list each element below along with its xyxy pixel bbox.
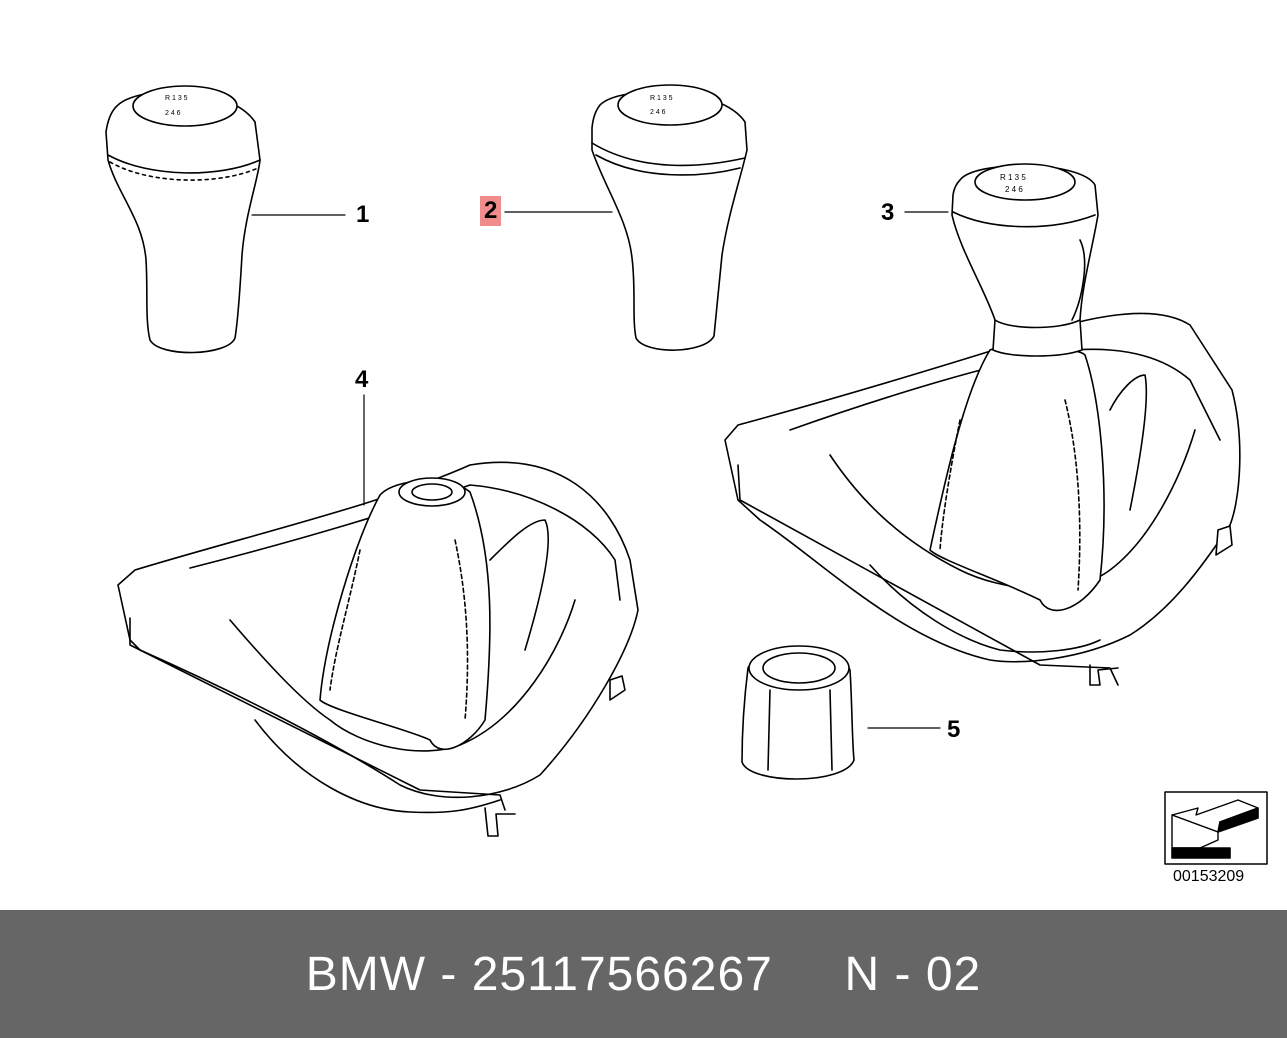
- svg-text:2 4 6: 2 4 6: [165, 110, 181, 117]
- svg-text:R 1 3 5: R 1 3 5: [1000, 173, 1026, 182]
- svg-text:2 4 6: 2 4 6: [650, 109, 666, 116]
- gear-boot-part-4: [117, 394, 639, 837]
- callout-5: 5: [947, 716, 961, 743]
- sleeve-part-5: [741, 645, 941, 780]
- gear-boot-assembly-part-3: R 1 3 5 2 4 6: [724, 163, 1241, 686]
- callout-4: 4: [355, 366, 369, 393]
- svg-text:R 1 3 5: R 1 3 5: [650, 95, 673, 102]
- nav-arrow-icon: [1164, 791, 1268, 865]
- footer-part-label: BMW - 25117566267 N - 02: [305, 947, 982, 1001]
- diagram-reference-code: 00153209: [1173, 868, 1245, 885]
- parts-diagram: R 1 3 5 2 4 6 R 1 3 5 2 4 6: [105, 84, 1268, 865]
- svg-text:R 1 3 5: R 1 3 5: [165, 95, 188, 102]
- svg-text:2 4 6: 2 4 6: [1005, 185, 1023, 194]
- footer-bar: BMW - 25117566267 N - 02: [0, 910, 1287, 1038]
- gear-knob-part-2: R 1 3 5 2 4 6: [504, 84, 748, 351]
- gear-knob-part-1: R 1 3 5 2 4 6: [105, 85, 346, 354]
- callout-3: 3: [881, 199, 895, 226]
- callout-1: 1: [356, 201, 370, 228]
- callout-2-highlighted: 2: [480, 196, 502, 226]
